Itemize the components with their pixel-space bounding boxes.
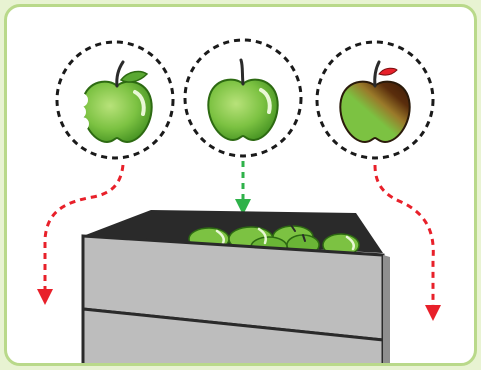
apple-crate <box>83 210 390 366</box>
bitten-apple-group <box>57 42 173 158</box>
reject-arrowhead-left <box>37 289 53 305</box>
apple-sorting-diagram <box>7 7 477 366</box>
reject-arrowhead-right <box>425 305 441 321</box>
good-apple-group <box>185 40 301 156</box>
rotten-apple-group <box>317 42 433 158</box>
diagram-frame <box>4 4 477 366</box>
crate-side <box>383 255 390 366</box>
